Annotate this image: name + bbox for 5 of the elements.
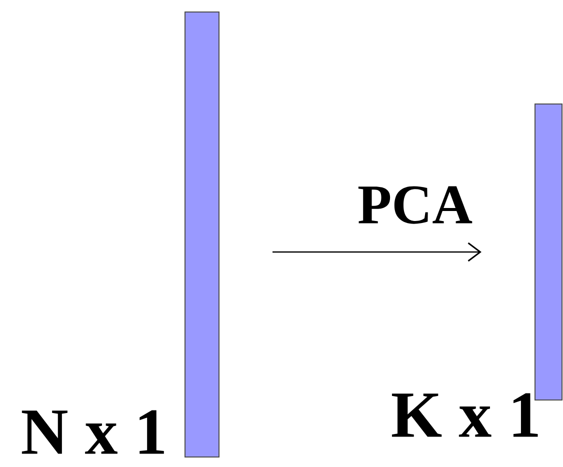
size-label: K x 1 <box>392 393 538 437</box>
size-label: N x 1 <box>22 410 164 454</box>
arrow <box>272 242 482 262</box>
bar <box>184 12 220 458</box>
edge-label: PCA <box>358 186 472 224</box>
